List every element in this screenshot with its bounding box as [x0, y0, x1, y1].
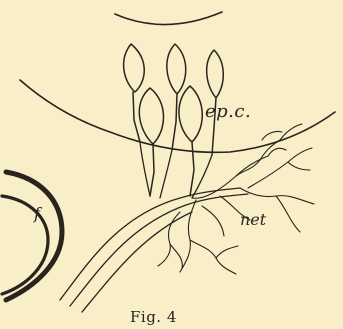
- cuticle-arc: [20, 80, 335, 152]
- label-fiber: f: [34, 206, 40, 222]
- nerve-net: [158, 124, 314, 274]
- upper-arc: [115, 12, 222, 25]
- thick-fiber-f: [2, 172, 62, 300]
- label-epidermal-cells: ep.c.: [205, 103, 251, 121]
- figure-caption: Fig. 4: [130, 310, 177, 325]
- label-nerve-net: net: [240, 212, 266, 228]
